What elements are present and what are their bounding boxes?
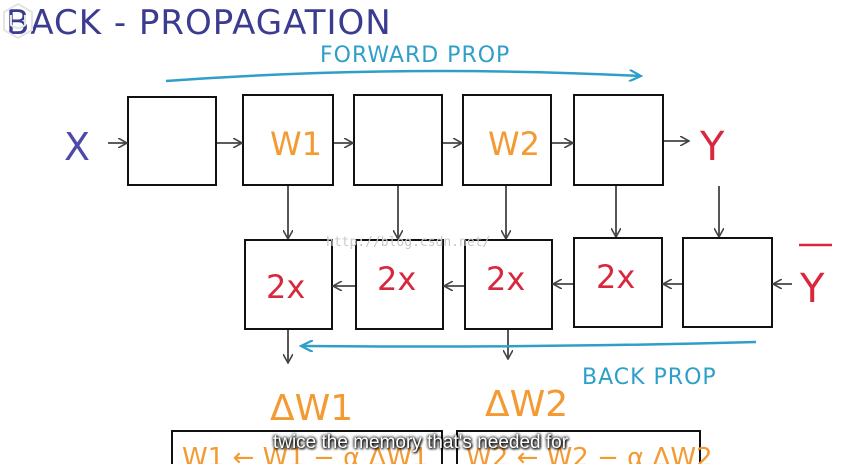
forward-row: W1 W2 (127, 94, 664, 186)
delta-label: ΔW2 (485, 384, 568, 425)
forward-box (573, 94, 664, 186)
backward-box (464, 239, 553, 330)
target-label: Y (799, 266, 825, 312)
forward-box-label: W1 (270, 125, 322, 163)
diagram-title: BACK - PROPAGATION (6, 3, 392, 43)
backward-box-label: 2x (266, 268, 305, 306)
forward-box-label: W2 (488, 125, 540, 163)
backward-row: 2x 2x 2x 2x (244, 237, 773, 330)
forward-box (242, 94, 334, 186)
back-prop-label: BACK PROP (582, 365, 717, 390)
backward-arrows (334, 284, 792, 286)
forward-arrows (108, 141, 688, 143)
video-subtitle: twice the memory that's needed for (272, 432, 569, 453)
backward-box (682, 237, 773, 328)
forward-box (353, 94, 443, 186)
backward-box (355, 239, 444, 330)
logo-watermark-icon (3, 2, 33, 40)
forward-box (127, 96, 217, 186)
output-label: Y (699, 124, 725, 170)
forward-box (462, 94, 552, 186)
backward-box (573, 237, 663, 328)
delta-label: ΔW1 (270, 388, 353, 429)
back-prop-arrow (302, 342, 757, 347)
vertical-arrows (288, 186, 719, 238)
backward-box-label: 2x (596, 258, 635, 296)
input-label: X (64, 125, 90, 169)
url-watermark: http://blog.csdn.net/ (326, 235, 490, 250)
backward-box-label: 2x (486, 260, 525, 298)
update-box (456, 430, 701, 464)
forward-prop-label: FORWARD PROP (320, 43, 510, 68)
forward-prop-arrow (165, 71, 640, 83)
target-label-group: Y (799, 243, 832, 312)
update-box-label: W1 ← W1 − α ΔW1 (182, 443, 429, 464)
update-box (171, 430, 443, 464)
update-row: W1 ← W1 − α ΔW1 W2 ← W2 − α ΔW2 (171, 430, 713, 464)
delta-arrows (288, 330, 508, 362)
backward-box-label: 2x (377, 260, 416, 298)
backward-box (244, 239, 333, 330)
update-box-label: W2 ← W2 − α ΔW2 (466, 443, 713, 464)
